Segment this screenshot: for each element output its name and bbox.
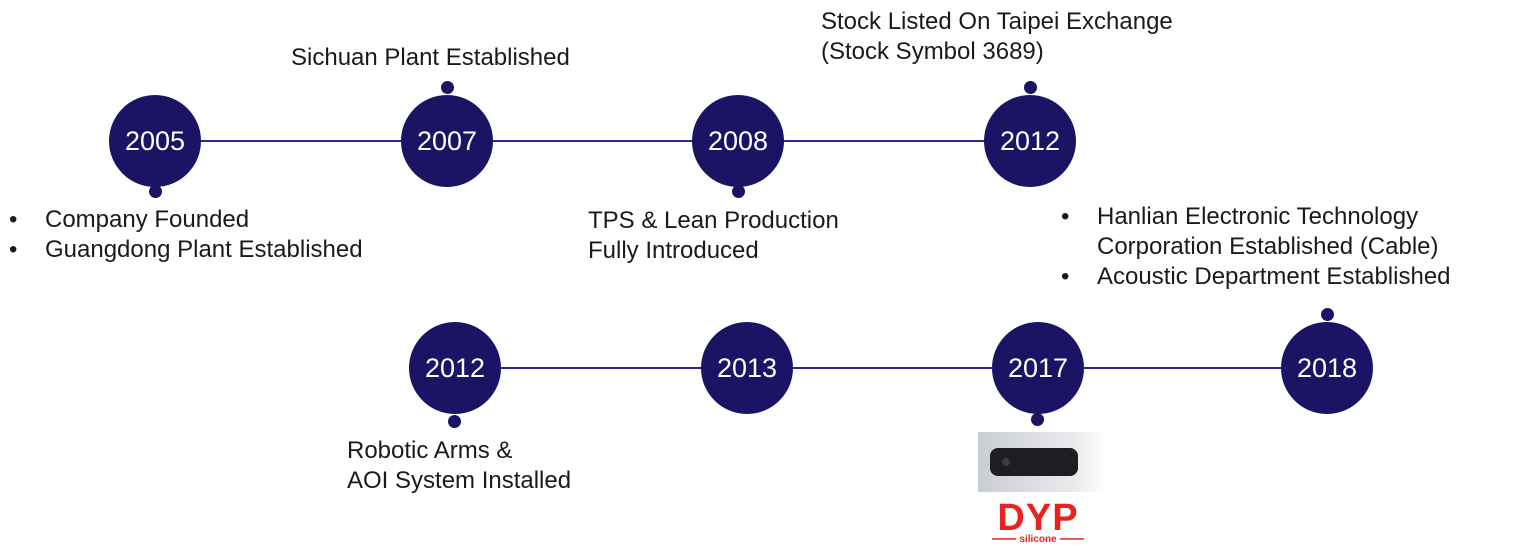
label-2012-line-2: (Stock Symbol 3689) (821, 38, 1044, 65)
year-node-2018: 2018 (1281, 322, 1373, 414)
bullet-item: Guangdong Plant Established (5, 235, 363, 265)
connector-dot-2008 (732, 185, 745, 198)
bullet-item: Acoustic Department Established (1057, 262, 1451, 292)
logo-background (978, 492, 1106, 544)
connector-dot-2012 (1024, 81, 1037, 94)
label-2008-line-2: Fully Introduced (588, 237, 759, 264)
bullet-continuation-text: Corporation Established (Cable) (1097, 233, 1439, 260)
label-2008: TPS & Lean Production Fully Introduced (588, 206, 839, 266)
label-2012-stock: Stock Listed On Taipei Exchange (Stock S… (821, 7, 1173, 67)
label-2007: Sichuan Plant Established (291, 44, 570, 71)
connector-dot-2007 (441, 81, 454, 94)
year-node-2008: 2008 (692, 95, 784, 187)
year-node-2017: 2017 (992, 322, 1084, 414)
timeline-line-bottom (455, 367, 1327, 369)
year-node-2013: 2013 (701, 322, 793, 414)
bullets-2005: Company Founded Guangdong Plant Establis… (5, 205, 363, 265)
bullet-item: Company Founded (5, 205, 363, 235)
label-2012-line-1: Stock Listed On Taipei Exchange (821, 8, 1173, 35)
bullet-item-continuation: Corporation Established (Cable) (1057, 232, 1451, 262)
dyp-silicone-logo: DYP silicone (978, 432, 1106, 544)
bullets-2018: Hanlian Electronic Technology Corporatio… (1057, 202, 1451, 292)
bullet-item: Hanlian Electronic Technology (1057, 202, 1451, 232)
label-2008-line-1: TPS & Lean Production (588, 207, 839, 234)
year-node-2012b: 2012 (409, 322, 501, 414)
connector-dot-2012b (448, 415, 461, 428)
logo-brand-text: DYP (997, 497, 1078, 539)
label-robotic-line-2: AOI System Installed (347, 467, 572, 494)
label-2012-robotic: Robotic Arms & AOI System Installed (347, 436, 571, 496)
connector-dot-2005 (149, 185, 162, 198)
label-robotic-line-1: Robotic Arms & (347, 437, 513, 464)
timeline-line-top (155, 140, 1040, 142)
strip-hole-icon (1002, 458, 1010, 466)
logo-sub-text: silicone (1019, 534, 1057, 544)
year-node-2007: 2007 (401, 95, 493, 187)
year-node-2005: 2005 (109, 95, 201, 187)
connector-dot-2017 (1031, 413, 1044, 426)
rubber-strip-icon (990, 448, 1078, 476)
connector-dot-2018 (1321, 308, 1334, 321)
year-node-2012: 2012 (984, 95, 1076, 187)
